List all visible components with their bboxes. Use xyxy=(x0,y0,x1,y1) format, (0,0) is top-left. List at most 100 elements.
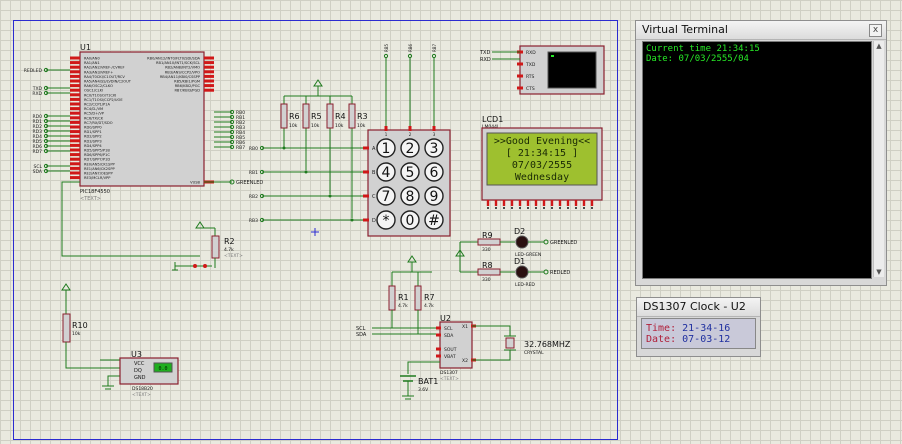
ds1307-title: DS1307 Clock - U2 xyxy=(643,300,746,313)
svg-text:R10: R10 xyxy=(72,321,88,330)
svg-text:330: 330 xyxy=(482,247,491,253)
sensor-section[interactable]: R10 10k U3 VCC DQ GND 0.0 DS18B20 <TEXT> xyxy=(61,283,179,398)
mcu-u1[interactable]: U1 RA0/AN0RA1/AN1RA2/AN2/VREF-/CVREFRA3/… xyxy=(70,43,214,202)
lcd-module[interactable]: LCD1 LM044L >>Good Evening<< [ 21:34:15 … xyxy=(481,115,603,209)
keypad-key[interactable] xyxy=(376,138,396,158)
keypad-key[interactable] xyxy=(424,138,444,158)
mcu-left-pin-label: RD6/SPP6/P1C xyxy=(84,153,110,157)
lcd-line-4: Wednesday xyxy=(515,172,569,183)
svg-text:<TEXT>: <TEXT> xyxy=(224,253,243,259)
keypad-key[interactable] xyxy=(376,162,396,182)
mcu-left-pin xyxy=(70,143,80,147)
vt-screen[interactable]: Current time 21:34:15 Date: 07/03/2555/0… xyxy=(642,41,872,279)
pullup-resistors[interactable]: R6 R5 R4 R3 10k 10k 10k 10k xyxy=(280,79,368,218)
keypad-key-label: 5 xyxy=(406,165,415,181)
mcu-left-pin-label: RD7/SPP7/P1D xyxy=(84,158,110,162)
mcu-left-pin xyxy=(70,134,80,138)
mcu-left-pin xyxy=(70,102,80,106)
vt-titlebar[interactable]: Virtual Terminal x xyxy=(636,21,886,40)
led-section[interactable]: R9 R8 330 330 D2 D1 LED-GREEN LED-RED GR… xyxy=(455,227,577,288)
mcu-left-pin-label: RA1/AN1 xyxy=(84,61,100,65)
keypad-key[interactable] xyxy=(376,210,396,230)
svg-text:GND: GND xyxy=(134,375,146,381)
mcu-left-pin xyxy=(70,61,80,65)
keypad-key[interactable] xyxy=(424,186,444,206)
svg-text:4.7k: 4.7k xyxy=(424,303,434,309)
vt-scrollbar[interactable]: ▲ ▼ xyxy=(873,41,884,277)
mcu-left-net-label: REDLED xyxy=(24,68,43,74)
keypad-key-label: 8 xyxy=(406,189,415,205)
keypad-row-net: RB0 xyxy=(249,146,258,152)
mcu-right-net-label: RB1 xyxy=(236,115,245,121)
scroll-down-icon[interactable]: ▼ xyxy=(876,268,882,276)
mcu-left-pin xyxy=(70,148,80,152)
mcu-right-pin-label: RB1/AN10/INT1/SCK/SCL xyxy=(156,61,200,65)
keypad-key[interactable] xyxy=(400,138,420,158)
keypad-row-net: RB2 xyxy=(249,194,258,200)
rtc-pin-label: VBAT xyxy=(444,354,456,360)
r6-ref: R6 xyxy=(289,112,300,121)
led-d1[interactable] xyxy=(515,265,529,279)
lcd-line-2: [ 21:34:15 ] xyxy=(506,148,578,159)
mcu-left-pin xyxy=(70,130,80,134)
mcu-left-pin xyxy=(70,166,80,170)
scroll-up-icon[interactable]: ▲ xyxy=(876,42,882,50)
mcu-left-pin xyxy=(70,139,80,143)
mcu-right-pin-label: RB6/KBI2/PGC xyxy=(175,84,201,88)
keypad-key[interactable] xyxy=(424,210,444,230)
svg-text:DQ: DQ xyxy=(134,368,142,374)
virtual-terminal-window[interactable]: Virtual Terminal x Current time 21:34:15… xyxy=(635,20,887,286)
mcu-left-pin xyxy=(70,125,80,129)
keypad-col-num: 2 xyxy=(409,132,412,137)
mcu-left-pin xyxy=(70,107,80,111)
ds1307-titlebar[interactable]: DS1307 Clock - U2 xyxy=(637,298,760,317)
pot-r2[interactable]: R2 4.7k <TEXT> xyxy=(172,221,243,271)
mcu-right-pin-label: RB3/AN9/CCP2/VPO xyxy=(165,70,200,74)
cursor-cross xyxy=(311,228,319,236)
mcu-left-pin-label: RD2/SPP2 xyxy=(84,135,102,139)
close-icon[interactable]: x xyxy=(869,24,882,37)
keypad-key[interactable] xyxy=(376,186,396,206)
led-d2[interactable] xyxy=(515,235,529,249)
mcu-left-net-label: SCL xyxy=(33,164,42,170)
svg-text:3.6V: 3.6V xyxy=(418,387,429,393)
mcu-left-pin xyxy=(70,79,80,83)
keypad-key[interactable] xyxy=(400,210,420,230)
svg-text:LM044L: LM044L xyxy=(482,124,500,130)
mcu-left-net-label: RD3 xyxy=(33,129,43,135)
mcu-right-pin xyxy=(204,56,214,60)
mcu-right-pin-label: RB5/KBI1/PGM xyxy=(174,80,200,84)
mcu-left-pin-label: RC4/D-/VM xyxy=(84,107,103,111)
keypad-key-label: 4 xyxy=(382,165,391,181)
lcd-line-3: 07/03/2555 xyxy=(512,160,572,171)
mcu-left-pin xyxy=(70,171,80,175)
mcu-body[interactable] xyxy=(79,51,205,187)
rtc-pin-label: X2 xyxy=(462,358,468,364)
svg-text:R1: R1 xyxy=(398,293,409,302)
svg-text:R7: R7 xyxy=(424,293,435,302)
keypad-col-label: RB6 xyxy=(408,43,413,52)
mcu-left-pin xyxy=(70,97,80,101)
keypad-col-label: RB5 xyxy=(384,43,389,52)
mcu-right-pin-label: RB4/AN11/KBI0/CSSPP xyxy=(160,75,201,79)
keypad-col-num: 3 xyxy=(433,132,436,137)
mcu-left-pin xyxy=(70,74,80,78)
vt-title: Virtual Terminal xyxy=(642,23,728,36)
mcu-left-pin xyxy=(70,176,80,180)
keypad-key[interactable] xyxy=(400,162,420,182)
ds1307-clock-window[interactable]: DS1307 Clock - U2 Time: 21-34-16 Date: 0… xyxy=(636,297,761,357)
keypad-row-net: RB3 xyxy=(249,218,258,224)
mcu-left-net-label: SDA xyxy=(33,169,43,175)
keypad-row-label: A xyxy=(372,146,376,152)
keypad-key[interactable] xyxy=(424,162,444,182)
rtc-section[interactable]: R1 R7 4.7k 4.7k SCL SDA U2 SCLSDASOUTVBA… xyxy=(356,255,571,400)
keypad-key[interactable] xyxy=(400,186,420,206)
svg-text:10k: 10k xyxy=(311,123,320,129)
mcu-right-pin xyxy=(204,61,214,65)
keypad-col-num: 1 xyxy=(385,132,388,137)
